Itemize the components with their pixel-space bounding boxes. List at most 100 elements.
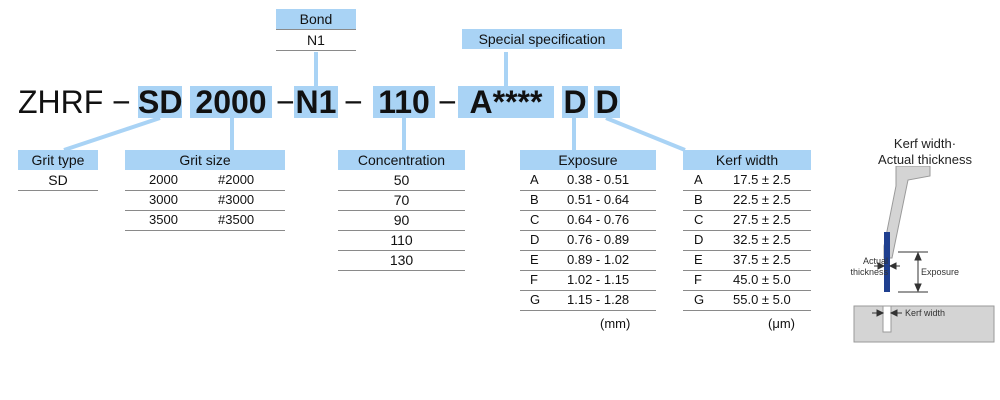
code-grit-size: 2000 [195, 84, 267, 120]
exposure-range: 1.02 - 1.15 [567, 272, 630, 287]
illustration-title: Kerf width· Actual thickness [855, 136, 995, 168]
bond-bottom-line [276, 50, 356, 51]
illustration-title-line2: Actual thickness [878, 152, 972, 167]
grit-type-label: Grit type [18, 150, 98, 170]
concentration-value: 110 [390, 232, 413, 248]
grit-size-row-line [125, 210, 285, 211]
kerf-width-value: 27.5 ± 2.5 [733, 212, 791, 227]
exposure-unit: (mm) [600, 316, 631, 331]
grit-size-cell: 3500 [149, 212, 178, 227]
actual-thickness-label-line1: Actual [862, 256, 888, 266]
kerf-groove-shape [882, 305, 892, 333]
code-bond: N1 [295, 84, 337, 120]
grit-type-connector [63, 116, 161, 152]
blade-cross-section-illustration [853, 166, 995, 343]
concentration-value: 50 [393, 172, 410, 188]
bond-label: Bond [276, 9, 356, 29]
bond-value: N1 [307, 32, 325, 48]
actual-thickness-label-line2: thickness [850, 267, 888, 277]
kerf-row-line [683, 250, 811, 251]
kerf-width-value: 37.5 ± 2.5 [733, 252, 791, 267]
kerf-row-line [683, 270, 811, 271]
concentration-value: 130 [389, 252, 414, 268]
code-dash-1: − [112, 84, 131, 120]
blade-shape [884, 232, 890, 292]
exposure-range: 0.38 - 0.51 [567, 172, 630, 187]
kerf-row-line [683, 290, 811, 291]
kerf-row-line [683, 190, 811, 191]
grit-size-row-line [125, 230, 285, 231]
exposure-row-line [520, 190, 656, 191]
exposure-row-line [520, 270, 656, 271]
concentration-label: Concentration [338, 150, 465, 170]
exposure-range: 0.89 - 1.02 [567, 252, 630, 267]
kerf-code: E [694, 252, 703, 267]
kerf-width-value: 32.5 ± 2.5 [733, 232, 791, 247]
concentration-row-line [338, 210, 465, 211]
exposure-code: B [530, 192, 539, 207]
kerf-width-value: 45.0 ± 5.0 [733, 272, 791, 287]
code-exposure-highlight [562, 86, 588, 118]
kerf-connector [605, 116, 686, 152]
grit-mesh-cell: #2000 [218, 172, 255, 187]
exposure-label: Exposure [520, 150, 656, 170]
grit-mesh-cell: #3000 [218, 192, 255, 207]
kerf-row-line [683, 230, 811, 231]
code-concentration-highlight [373, 86, 435, 118]
code-prefix: ZHRF [18, 84, 104, 120]
grit-size-label: Grit size [125, 150, 285, 170]
exposure-code: F [530, 272, 538, 287]
kerf-row-line [683, 210, 811, 211]
kerf-row-line [683, 310, 811, 311]
exposure-diagram-label: Exposure [921, 267, 960, 277]
code-special-highlight [458, 86, 554, 118]
exposure-row-line [520, 290, 656, 291]
exposure-arrow-bottom [914, 283, 922, 293]
special-spec-label: Special specification [462, 29, 622, 49]
kerf-width-value: 55.0 ± 5.0 [733, 292, 791, 307]
exposure-range: 0.51 - 0.64 [567, 192, 630, 207]
exposure-code: G [530, 292, 541, 307]
bond-divider [276, 29, 356, 30]
exposure-code: D [530, 232, 540, 247]
kerf-code: F [694, 272, 702, 287]
code-grit-type-highlight [138, 86, 182, 118]
exposure-row-line [520, 210, 656, 211]
kerf-diagram-label: Kerf width [905, 308, 946, 318]
grit-type-value: SD [48, 172, 68, 188]
exposure-row-line [520, 250, 656, 251]
illustration-title-line1: Kerf width· [893, 136, 957, 151]
exposure-range: 0.76 - 0.89 [567, 232, 630, 247]
grit-mesh-cell: #3500 [218, 212, 255, 227]
code-concentration: 110 [378, 84, 430, 120]
kerf-code: B [694, 192, 703, 207]
exposure-range: 0.64 - 0.76 [567, 212, 630, 227]
code-dash-3: − [344, 84, 363, 120]
concentration-value: 90 [393, 212, 410, 228]
code-grit-type: SD [138, 84, 183, 120]
concentration-row-line [338, 250, 465, 251]
kerf-width-label: Kerf width [683, 150, 811, 170]
exposure-arrow-top [914, 251, 922, 261]
concentration-row-line [338, 270, 465, 271]
exposure-row-line [520, 230, 656, 231]
code-kerf: D [595, 84, 619, 120]
concentration-row-line [338, 190, 465, 191]
code-dash-4: − [438, 84, 457, 120]
exposure-code: E [530, 252, 539, 267]
concentration-value: 70 [393, 192, 410, 208]
kerf-code: G [694, 292, 705, 307]
concentration-row-line [338, 230, 465, 231]
exposure-row-line [520, 310, 656, 311]
grit-size-cell: 3000 [149, 192, 178, 207]
code-exposure: D [563, 84, 587, 120]
kerf-code: D [694, 232, 704, 247]
code-dash-2: − [276, 84, 295, 120]
code-kerf-highlight [594, 86, 620, 118]
actual-thickness-label: Actual thickness [838, 256, 888, 278]
kerf-code: C [694, 212, 704, 227]
grit-size-cell: 2000 [149, 172, 178, 187]
grit-size-row-line [125, 190, 285, 191]
exposure-range: 1.15 - 1.28 [567, 292, 630, 307]
